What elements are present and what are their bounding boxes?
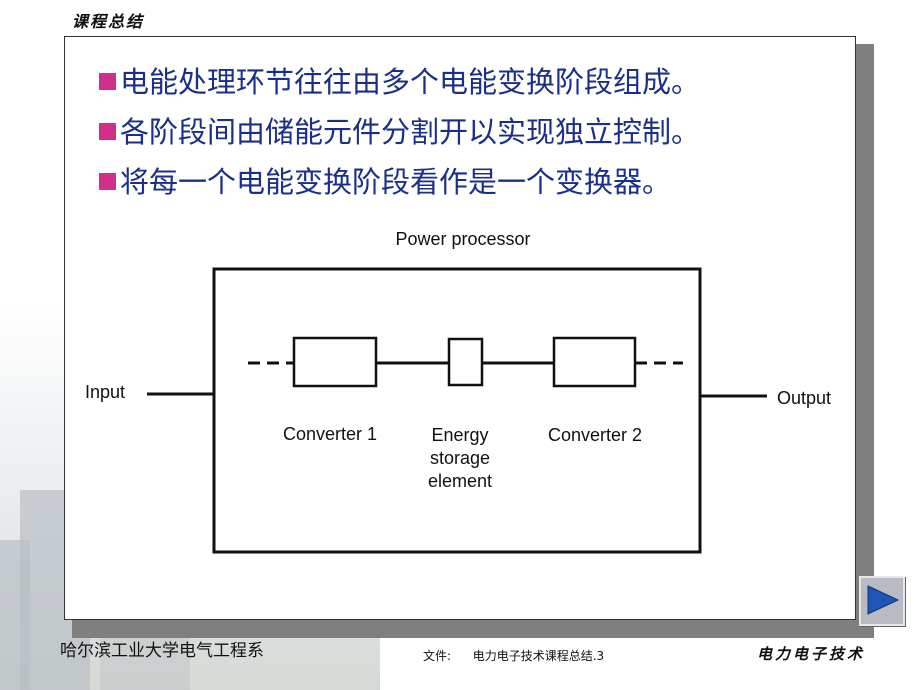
slide-section-title: 课程总结 [72,12,145,31]
energy-storage-box [447,337,484,387]
play-arrow-icon [867,585,899,615]
footer-organization: 哈尔滨工业大学电气工程系 [60,641,264,661]
footer-course: 电力电子技术 [757,645,866,663]
next-slide-button[interactable] [859,576,905,626]
energy-storage-label-line: Energy [431,425,489,445]
energy-storage-label-line: storage [429,448,491,468]
footer-file-name: 电力电子技术课程总结.3 [472,649,605,663]
square-bullet-icon [99,73,116,90]
converter-2-label: Converter 2 [547,425,643,445]
bullet-text: 将每一个电能变换阶段看作是一个变换器。 [120,165,672,199]
power-processor-box [212,267,702,554]
content-panel: 电能处理环节往往由多个电能变换阶段组成。 各阶段间由储能元件分割开以实现独立控制… [64,36,856,620]
diagram-title: Power processor [395,229,531,249]
bullet-1: 电能处理环节往往由多个电能变换阶段组成。 [99,59,700,101]
footer-file: 文件: 电力电子技术课程总结.3 [423,647,604,664]
converter-1-label: Converter 1 [282,424,378,444]
bullet-3: 将每一个电能变换阶段看作是一个变换器。 [99,159,671,201]
square-bullet-icon [99,123,116,140]
converter-2-box [552,336,637,388]
output-label: Output [777,388,832,408]
energy-storage-label: Energy storage element [405,424,515,493]
bullet-text: 各阶段间由储能元件分割开以实现独立控制。 [120,115,701,149]
power-processor-diagram [147,267,767,554]
square-bullet-icon [99,173,116,190]
energy-storage-label-line: element [427,471,493,491]
footer-file-label: 文件: [423,649,452,663]
bullet-2: 各阶段间由储能元件分割开以实现独立控制。 [99,109,700,151]
bullet-text: 电能处理环节往往由多个电能变换阶段组成。 [120,65,701,99]
input-label: Input [84,382,126,402]
converter-1-box [292,336,378,388]
